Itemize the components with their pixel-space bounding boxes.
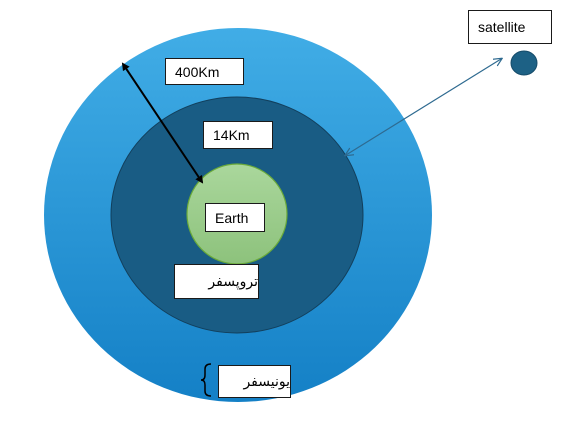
distance-arrow bbox=[121, 62, 204, 184]
troposphere-label: تروپسفر bbox=[174, 264, 259, 299]
curly-brace-icon bbox=[200, 363, 212, 397]
satellite-pointer-arrow bbox=[346, 59, 501, 155]
outer-distance-label: 400Km bbox=[165, 58, 244, 85]
satellite-label: satellite bbox=[468, 10, 552, 44]
satellite-icon bbox=[510, 50, 538, 76]
earth-label: Earth bbox=[205, 203, 265, 232]
inner-distance-label: 14Km bbox=[203, 121, 273, 149]
ionosphere-label: یونیسفر bbox=[218, 365, 291, 398]
